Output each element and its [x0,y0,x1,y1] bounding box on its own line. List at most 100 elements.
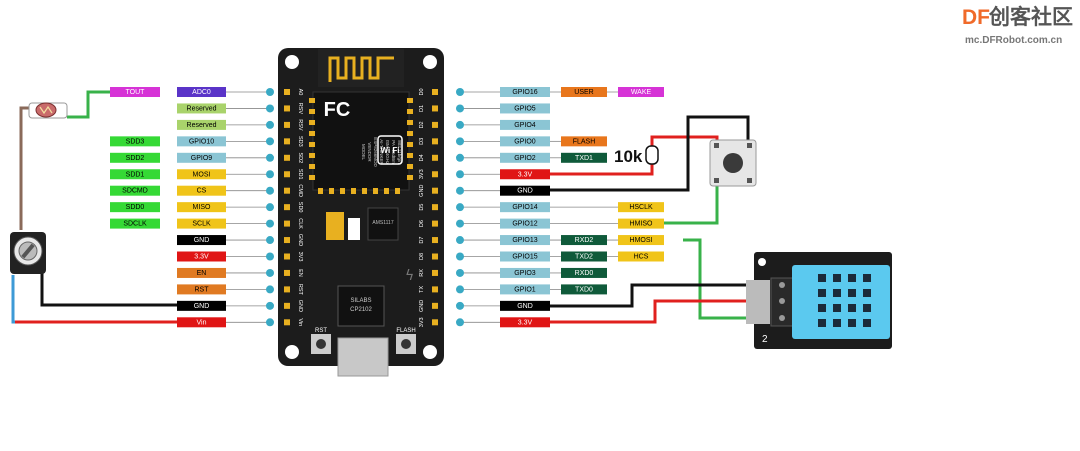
left-inner-label-bg [177,317,226,328]
right-alt2-label: HMISO [618,218,664,229]
button-corner [714,143,719,148]
left-outer-label-text: SDD2 [126,155,145,162]
right-alt1-label-bg [561,136,607,147]
board-pin-pad [432,204,438,211]
board-pin-pad [432,237,438,244]
left-outer-label-text: SDD3 [126,138,145,145]
board-pin-label: D1 [419,105,425,112]
right-pin-dot [456,268,464,277]
button-corner [747,178,752,183]
watermark-url: mc.DFRobot.com.cn [965,35,1062,46]
right-alt2-label-bg [618,202,664,213]
module-pad [309,175,315,180]
board-pin-pad [284,286,290,293]
mount-hole [285,55,299,69]
left-inner-label-bg [177,218,226,229]
left-inner-label: GND [177,235,226,246]
dht-vent [863,304,871,312]
right-alt2-label-text: WAKE [631,89,652,96]
board-pin-label: CMD [297,184,303,197]
board-pin-label: Vin [297,318,303,326]
module-pad [309,131,315,136]
right-pin-dot [456,219,464,228]
module-text-line: VENDOR [367,142,372,162]
module-pad [407,153,413,158]
board-pin-pad [432,154,438,161]
left-outer-label-text: SDCLK [123,221,147,228]
left-inner-label-text: GPIO9 [191,155,213,162]
board-pin-label: D3 [419,138,425,145]
board-pin-pad [432,286,438,293]
right-pin-dot [456,252,464,261]
dht-pin-dot [779,315,785,321]
left-outer-label: SDD1 [110,169,160,180]
module-text-line: MODEL [361,144,366,161]
right-label-row: GPIO5 [462,103,550,114]
module-pad [309,164,315,169]
button-signal-wire [663,186,719,225]
board-pin-pad [432,171,438,178]
left-pin-dot [266,318,274,327]
left-pin-dot [266,268,274,277]
right-alt2-label-text: HMISO [630,221,654,228]
right-gpio-label-bg [500,119,550,130]
resistor-body [645,145,659,165]
push-button-cap[interactable] [723,153,743,173]
left-inner-label-bg [177,169,226,180]
left-label-row: SDD2 GPIO9 [110,152,268,163]
dht-vent [818,319,826,327]
right-alt1-label: FLASH [561,136,607,147]
right-alt1-label-text: USER [574,89,593,96]
board-pin-label: GND [297,300,303,312]
resistor-button-wire [650,135,719,147]
left-inner-label-bg [177,119,226,130]
resistor-label: 10k [614,147,643,166]
left-inner-label-text: MISO [193,204,211,211]
left-inner-label-text: SCLK [192,221,211,228]
board-pin-pad [284,220,290,227]
board-pin-pad [432,105,438,112]
left-label-row: Reserved [177,103,268,114]
right-pin-dot [456,236,464,245]
board-pin-label: RST [297,284,303,296]
board-pin-pad [432,302,438,309]
left-inner-label-text: EN [197,270,207,277]
esp-module [312,91,410,191]
left-outer-label: TOUT [110,87,160,97]
right-alt1-label: TXD0 [561,284,607,295]
rst-button-cap[interactable] [316,339,326,349]
left-inner-label: RST [177,284,226,295]
right-pin-dot [456,88,464,96]
right-alt1-label-text: TXD1 [575,155,593,162]
left-outer-label-text: SDD1 [126,171,145,178]
board-pin-pad [284,89,290,95]
left-outer-label-bg [110,152,160,163]
dht-vent [863,289,871,297]
module-text-line: ISM 2.4GHz [385,140,390,165]
left-inner-label-text: Reserved [187,122,217,129]
right-gpio-label: GPIO4 [500,119,550,130]
left-inner-label-text: 3.3V [194,254,209,261]
right-gpio-label-bg [500,152,550,163]
board-pin-label: SD1 [297,169,303,180]
watermark-text: 创客社区 [988,5,1073,29]
flash-button-cap[interactable] [401,339,411,349]
voltage-regulator [367,207,399,241]
left-inner-label-bg [177,136,226,147]
button-gnd-wire [550,115,750,192]
module-text-line: PA +25dBm [391,140,396,164]
left-label-row: RST [177,284,268,295]
right-alt2-label-text: HMOSI [630,237,653,244]
left-inner-label: GND [177,300,226,311]
dht-vent [818,274,826,282]
dht-vent [848,289,856,297]
flash-button-label: FLASH [396,328,415,334]
board-pin-label: 3V3 [419,169,425,179]
left-inner-label-bg [177,185,226,196]
board-pin-pad [432,121,438,128]
right-alt1-label-text: RXD2 [575,237,594,244]
